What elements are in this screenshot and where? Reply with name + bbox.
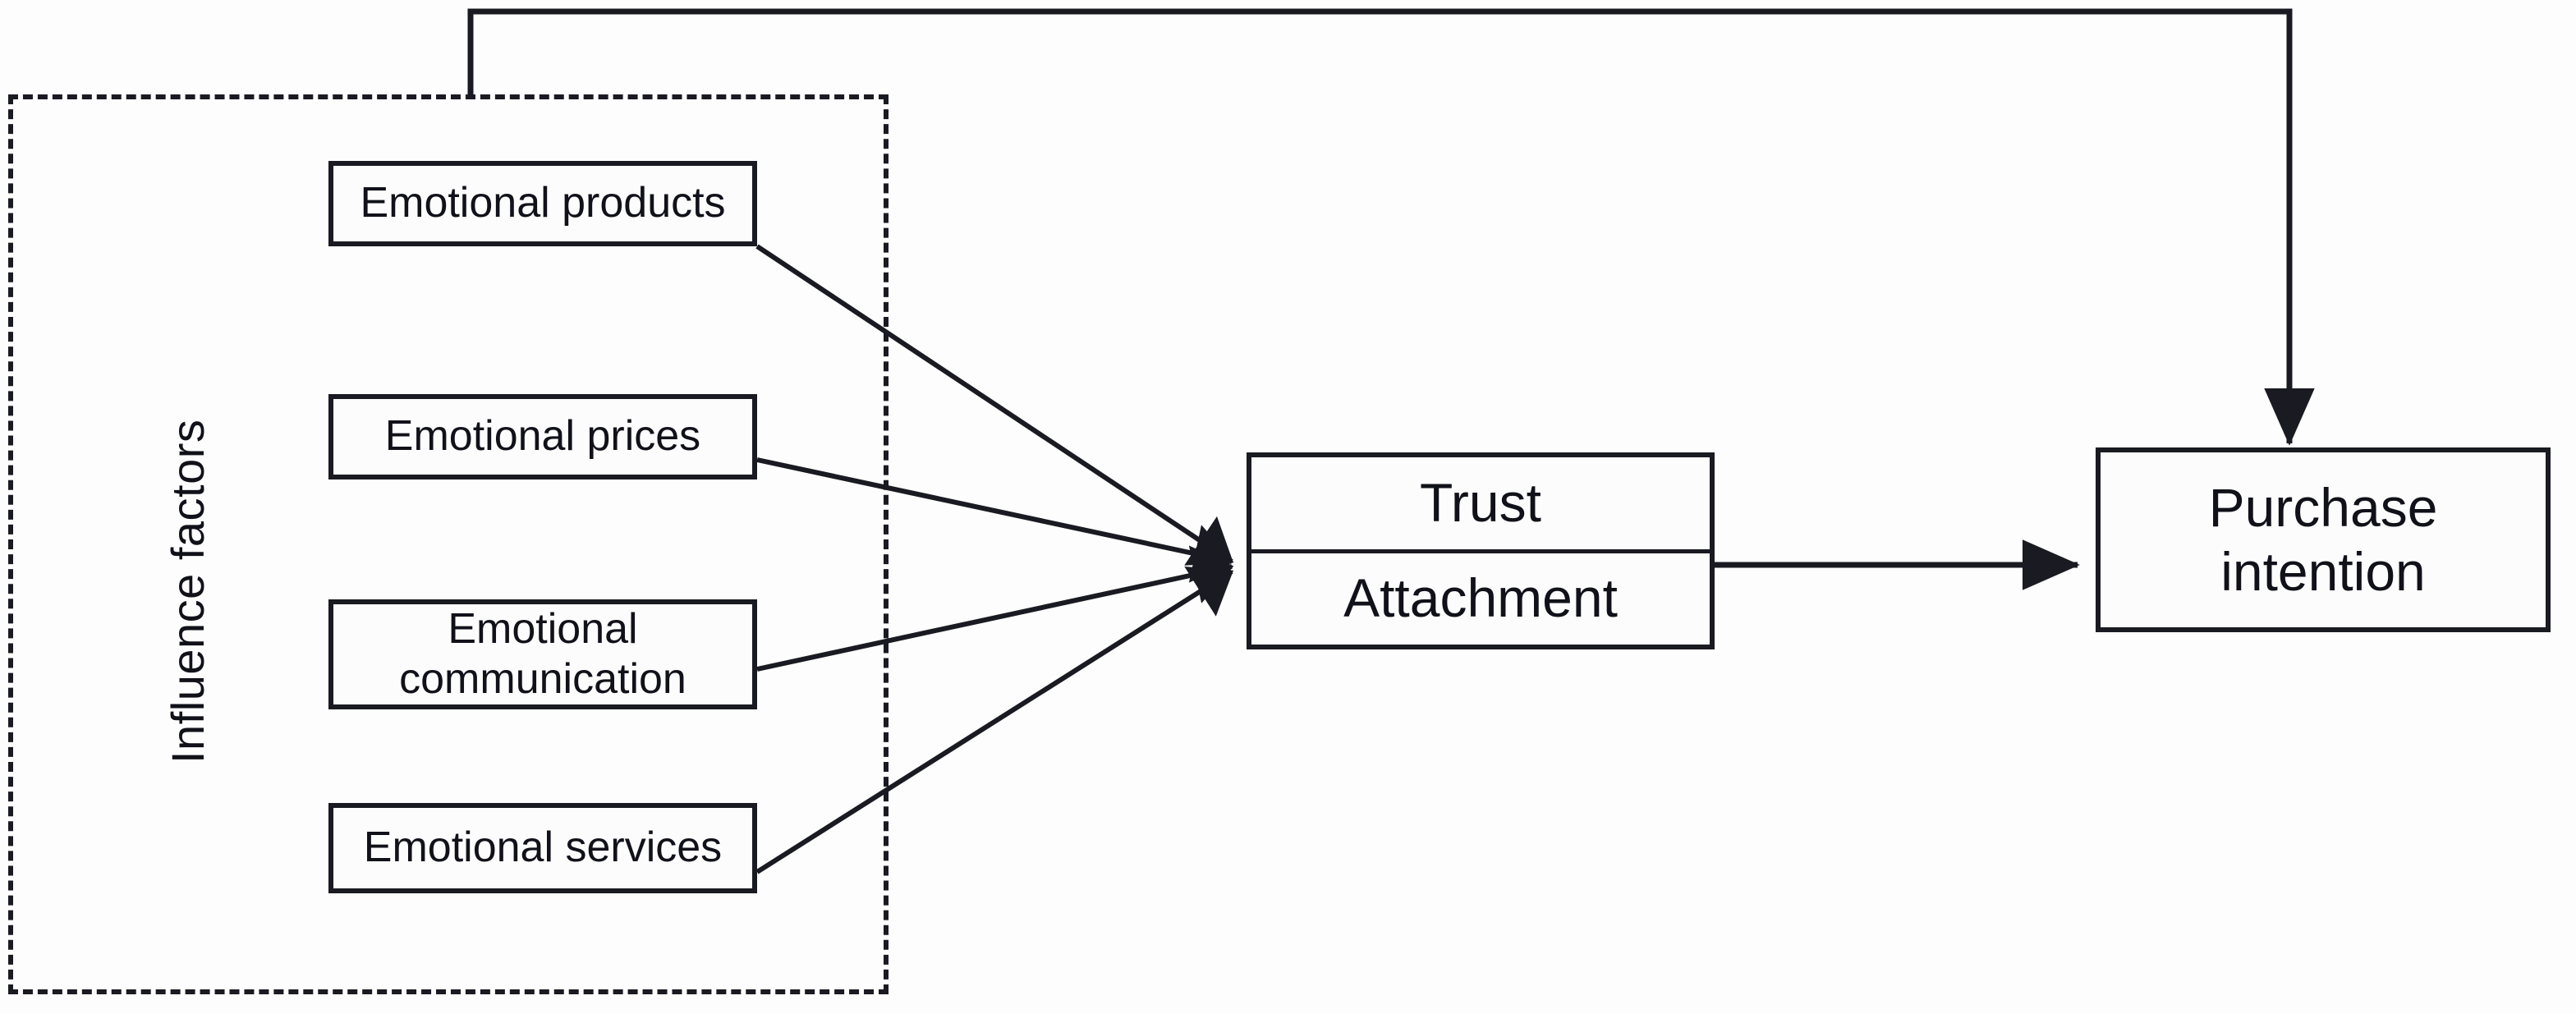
node-emotional-communication[interactable]: Emotional communication [328, 599, 757, 709]
edge-emotional-prices-to-trust [756, 457, 1234, 583]
node-trust-attachment[interactable]: Trust Attachment [1247, 452, 1715, 649]
node-attachment-cell: Attachment [1251, 553, 1710, 645]
node-emotional-communication-label: Emotional communication [399, 604, 686, 703]
node-emotional-services-label: Emotional services [363, 824, 723, 872]
influence-factors-group [8, 94, 889, 994]
node-emotional-prices-label: Emotional prices [384, 412, 701, 461]
edge-emotional-communication-to-trust [756, 545, 1234, 672]
node-emotional-services[interactable]: Emotional services [328, 803, 757, 893]
node-trust-cell: Trust [1251, 457, 1710, 553]
edge-emotional-products-to-trust [755, 244, 1233, 566]
node-emotional-prices[interactable]: Emotional prices [328, 394, 757, 479]
edge-emotional-services-to-trust [755, 566, 1234, 874]
node-attachment-label: Attachment [1343, 567, 1618, 629]
node-purchase-intention-label: Purchase intention [2208, 476, 2438, 602]
node-emotional-products[interactable]: Emotional products [328, 161, 757, 246]
node-emotional-products-label: Emotional products [360, 179, 726, 227]
edge-purchase-intention-feedback [467, 8, 2315, 446]
node-purchase-intention[interactable]: Purchase intention [2096, 447, 2551, 632]
node-trust-label: Trust [1420, 471, 1541, 533]
